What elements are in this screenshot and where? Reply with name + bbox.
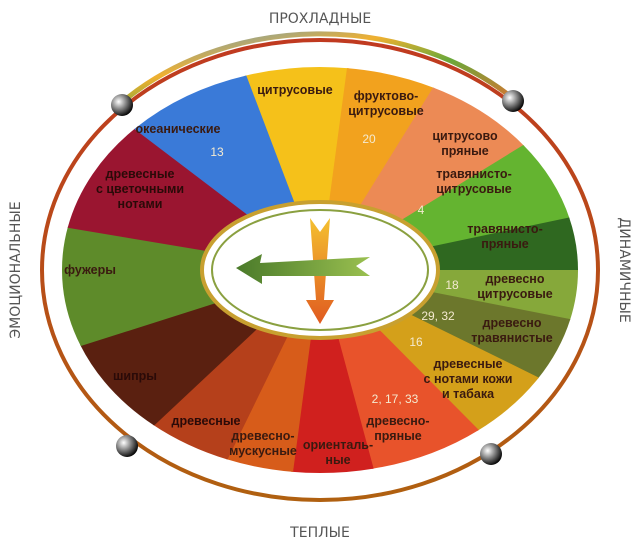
segment-number-woody-citrus: 18: [445, 278, 459, 292]
segment-label-citrus: цитрусовые: [257, 83, 333, 97]
outer-ring: [40, 38, 600, 502]
segment-label-fougere: фужеры: [64, 263, 116, 277]
node-warm-emotional: [116, 435, 138, 457]
segment-label-chypre: шипры: [113, 369, 157, 383]
wedge-oriental: [291, 270, 374, 474]
axis-label-left: ЭМОЦИОНАЛЬНЫЕ: [8, 201, 24, 338]
segment-number-woody-spicy: 2, 17, 33: [372, 392, 419, 406]
segment-label-herbal-spicy: травянисто-пряные: [467, 222, 542, 251]
direction-arrows-icon: [236, 218, 370, 324]
segment-number-fruity-citrus: 20: [362, 132, 376, 146]
outer-ring-top-arc: [118, 31, 517, 106]
segment-number-oceanic: 13: [210, 145, 224, 159]
axis-label-bottom: ТЕПЛЫЕ: [289, 525, 350, 541]
node-warm-dynamic: [480, 443, 502, 465]
axis-label-right: ДИНАМИЧНЫЕ: [616, 217, 632, 322]
segment-number-woody-herbal: 29, 32: [421, 309, 455, 323]
segment-label-woody-musky: древесно-мускусные: [229, 429, 297, 458]
node-cool-dynamic: [502, 90, 524, 112]
segment-number-herbal-citrus: 4: [418, 203, 425, 217]
wedge-fougere: [62, 226, 320, 347]
segment-label-woody: древесные: [172, 414, 241, 428]
axis-label-top: ПРОХЛАДНЫЕ: [269, 11, 371, 27]
node-cool-emotional: [111, 94, 133, 116]
segment-label-woody-spicy: древесно-пряные: [366, 414, 429, 443]
segment-label-oceanic: океанические: [136, 122, 221, 136]
segment-number-woody-leather: 16: [409, 335, 423, 349]
segment-label-fruity-citrus: фруктово-цитрусовые: [348, 89, 424, 118]
segment-label-herbal-citrus: травянисто-цитрусовые: [436, 167, 512, 196]
segment-label-oriental: ориенталь-ные: [303, 438, 373, 467]
